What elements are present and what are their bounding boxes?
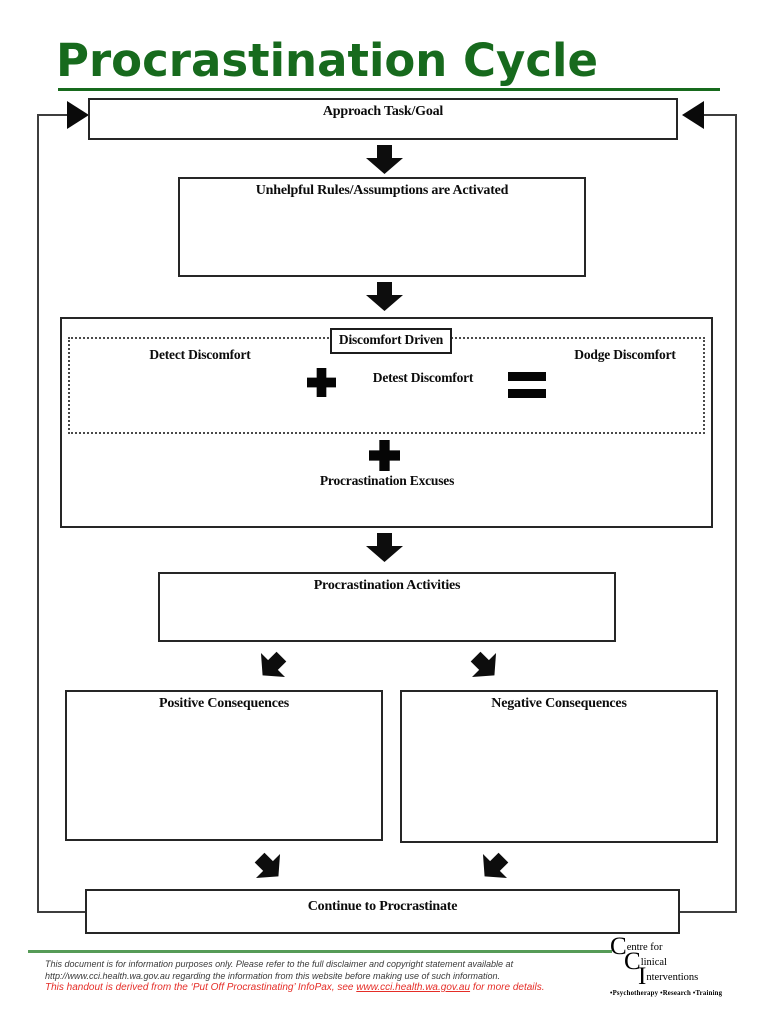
logo-text-centre: entre for <box>626 942 663 953</box>
title-underline <box>58 88 720 91</box>
continue-procrastinate-box: Continue to Procrastinate <box>85 889 680 934</box>
continue-procrastinate-label: Continue to Procrastinate <box>307 899 458 914</box>
cci-logo: Centre for Clinical Interventions •Psych… <box>610 934 760 997</box>
logo-initial-c2: C <box>624 948 641 975</box>
logo-text-interventions: nterventions <box>646 972 699 983</box>
loop-arrowhead-left-icon <box>67 101 89 129</box>
page-title: Procrastination Cycle <box>56 34 598 87</box>
logo-line-centre: Centre for <box>610 934 760 959</box>
disclaimer-line3: This handout is derived from the ‘Put Of… <box>45 982 605 994</box>
unhelpful-rules-label: Unhelpful Rules/Assumptions are Activate… <box>255 183 509 198</box>
disclaimer-line2: http://www.cci.health.wa.gov.au regardin… <box>45 971 501 981</box>
loop-line-left-bottom <box>37 911 87 913</box>
detest-discomfort-label: Detest Discomfort <box>372 370 474 385</box>
loop-line-right-vertical <box>735 114 737 913</box>
approach-task-goal-label: Approach Task/Goal <box>322 104 444 119</box>
loop-line-right-bottom <box>678 911 737 913</box>
down-right-arrow-icon <box>246 844 293 891</box>
footer-disclaimer: This document is for information purpose… <box>45 958 605 994</box>
disclaimer-line3-suffix: for more details. <box>470 982 545 993</box>
logo-tagline: •Psychotherapy •Research •Training <box>610 990 723 997</box>
down-left-arrow-icon <box>249 643 296 690</box>
logo-line-interventions: Interventions <box>638 964 760 989</box>
disclaimer-line3-prefix: This handout is derived from the ‘Put Of… <box>45 982 357 993</box>
discomfort-driven-box: Discomfort Driven <box>330 328 452 354</box>
logo-line-clinical: Clinical <box>624 949 760 974</box>
positive-consequences-box: Positive Consequences <box>65 690 383 841</box>
dodge-discomfort-label: Dodge Discomfort <box>574 347 676 362</box>
loop-arrowhead-right-icon <box>682 101 704 129</box>
loop-line-left-vertical <box>37 114 39 913</box>
footer-divider <box>28 950 612 953</box>
down-arrow-icon <box>366 145 403 174</box>
down-left-arrow-icon <box>471 844 518 891</box>
equals-icon <box>508 372 546 398</box>
detect-discomfort-label: Detect Discomfort <box>149 347 251 362</box>
cci-website-link[interactable]: www.cci.health.wa.gov.au <box>356 982 471 993</box>
plus-icon <box>369 440 400 471</box>
unhelpful-rules-box: Unhelpful Rules/Assumptions are Activate… <box>178 177 586 277</box>
negative-consequences-label: Negative Consequences <box>491 696 627 711</box>
positive-consequences-label: Positive Consequences <box>159 696 289 711</box>
procrastination-excuses-label: Procrastination Excuses <box>319 473 455 488</box>
logo-initial-c1: C <box>610 933 627 960</box>
disclaimer-line1: This document is for information purpose… <box>45 959 514 969</box>
discomfort-driven-label: Discomfort Driven <box>338 332 444 347</box>
negative-consequences-box: Negative Consequences <box>400 690 718 843</box>
down-arrow-icon <box>366 282 403 311</box>
logo-initial-i: I <box>638 963 647 990</box>
logo-text-clinical: linical <box>640 957 667 968</box>
down-right-arrow-icon <box>462 643 509 690</box>
approach-task-goal-box: Approach Task/Goal <box>88 98 678 140</box>
loop-line-right-top <box>704 114 737 116</box>
plus-icon <box>307 368 336 397</box>
down-arrow-icon <box>366 533 403 562</box>
loop-line-left-top <box>37 114 70 116</box>
procrastination-activities-label: Procrastination Activities <box>313 578 461 593</box>
procrastination-activities-box: Procrastination Activities <box>158 572 616 642</box>
